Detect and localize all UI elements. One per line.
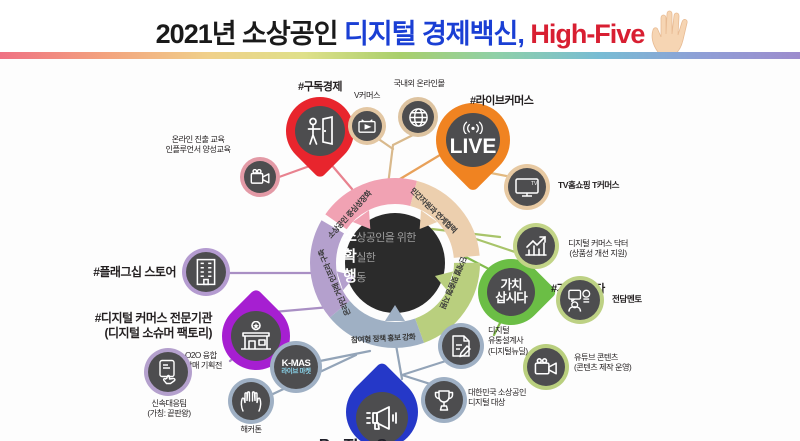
value-buy-disc: 가치 삽시다 [487,268,535,316]
rainbow-divider [0,52,800,59]
label-commerce-doctor: 디지털 커머스 닥터 (상품성 개선 지원) [568,239,628,259]
video-recorder-icon [534,358,557,375]
trophy-icon [434,389,454,411]
mentor-chat-icon [567,289,590,312]
pin-subscription-economy[interactable] [271,82,369,180]
core-line1-highlight: 소 [343,228,357,245]
label-v-commerce: V커머스 [353,91,381,100]
pin-digital-commerce-agency[interactable] [207,287,305,385]
video-player-icon [358,119,376,133]
gachi-line2: 삽시다 [495,291,528,305]
diagram-canvas: 소상공인을 위한 확실한 행동 소상공인 중심성장화 민간자원과 연계협력 단계… [0,59,800,441]
node-youtube-content[interactable] [527,348,565,386]
central-wheel: 소상공인을 위한 확실한 행동 소상공인 중심성장화 민간자원과 연계협력 단계… [307,175,483,351]
gachi-sapsida-logo-icon: 가치 삽시다 [495,278,528,305]
node-digital-award[interactable] [425,381,463,419]
svg-text:TV: TV [531,181,538,187]
subscription-economy-disc [295,106,345,156]
kmas-live-market-logo-icon: K-MAS 라이브 마켓 [281,357,311,376]
core-line3-rest: 동 [356,271,366,284]
building-icon [196,258,216,286]
wheel-core [345,213,445,313]
label-flagship-store: #플래그십 스토어 [93,265,176,279]
ring-segment-3 [310,178,480,348]
open-hand-high-five-icon [651,10,688,54]
digital-commerce-agency-disc [231,311,281,361]
label-hackathon: 해커톤 [240,425,262,434]
node-v-commerce[interactable] [352,111,382,141]
megaphone-icon [366,406,397,430]
node-hackathon[interactable] [232,382,270,420]
live-badge-text: LIVE [449,135,497,158]
raised-hands-icon [240,391,262,412]
person-opening-door-icon [307,115,333,146]
tv-icon: TV [515,178,539,197]
pin-value-buy[interactable]: 가치 삽시다 [464,245,558,339]
growth-chart-icon [525,236,547,256]
node-online-edu[interactable] [244,161,276,193]
label-mentor: 전담멘토 [612,294,642,304]
mobile-tap-icon [159,359,176,385]
title-year-segment: 2021년 소상공인 [155,19,344,49]
label-online-mall: 국내외 온라인몰 [393,79,445,88]
label-live-commerce: #라이브커머스 [470,95,534,107]
be-the-sosumer-disc [356,392,408,441]
node-digital-distribution[interactable] [442,327,480,365]
wheel-arrows [336,210,454,321]
ring-segment-4 [310,178,480,348]
core-line1-rest: 상공인을 위한 [356,232,416,244]
live-commerce-disc: LIVE [446,113,500,167]
node-kmas[interactable]: K-MAS 라이브 마켓 [274,345,318,389]
core-line3-highlight: 행 [343,267,357,285]
node-flagship-store[interactable] [186,252,226,292]
document-pen-icon [452,335,471,358]
label-o2o-fair: O2O 융합 판매 기획전 [185,351,222,371]
node-tv-homeshopping[interactable]: TV [508,168,546,206]
core-line2-rest: 실한 [356,251,376,264]
kmas-line1: K-MAS [281,357,311,369]
title-digital-segment: 디지털 경제백신, [343,19,531,49]
ring-segment-2 [310,178,480,348]
core-line2-highlight: 확 [343,247,357,265]
label-rapid-response: 신속대응팀 (가칭: 끝판왕) [147,399,191,419]
label-digital-award: 대한민국 소상공인 디지털 대상 [468,388,527,408]
core-slogan: 소상공인을 위한 확실한 행동 [343,227,447,286]
title-highfive-segment: High-Five [530,19,645,49]
label-digital-commerce-agency: #디지털 커머스 전문기관 (디지털 소슈머 팩토리) [94,311,213,340]
node-mentor[interactable] [560,280,600,320]
live-broadcast-icon [463,121,483,134]
label-digital-distribution: 디지털 유통설계사 (디지털뉴딜) [488,326,528,356]
video-camera-icon [250,169,270,184]
node-rapid-response[interactable] [148,352,188,392]
ring-segment-0 [310,178,480,348]
gachi-line1: 가치 [500,278,522,293]
label-subscription-economy: #구독경제 [297,81,343,93]
sosumer-title-en: Be The Sosumer [268,437,496,441]
label-tv-homeshopping: TV홈쇼핑 T커머스 [558,180,620,190]
label-youtube-content: 유튜브 콘텐츠 (콘텐츠 제작 운영) [574,353,632,373]
label-be-the-sosumer: Be The Sosumer (소상공인 소비인식 캠페인) [268,401,496,441]
node-commerce-doctor[interactable] [517,227,555,265]
header: 2021년 소상공인 디지털 경제백신, High-Five [0,0,800,59]
node-online-mall[interactable] [402,101,434,133]
storefront-star-icon [241,321,271,350]
pin-be-the-sosumer[interactable] [331,361,433,441]
label-online-edu: 온라인 진출 교육 인플루언서 양성교육 [165,135,231,155]
pin-live-commerce[interactable]: LIVE [420,87,526,193]
kmas-line2: 라이브 마켓 [281,367,311,375]
globe-icon [408,107,428,127]
page-title: 2021년 소상공인 디지털 경제백신, High-Five [0,12,800,51]
